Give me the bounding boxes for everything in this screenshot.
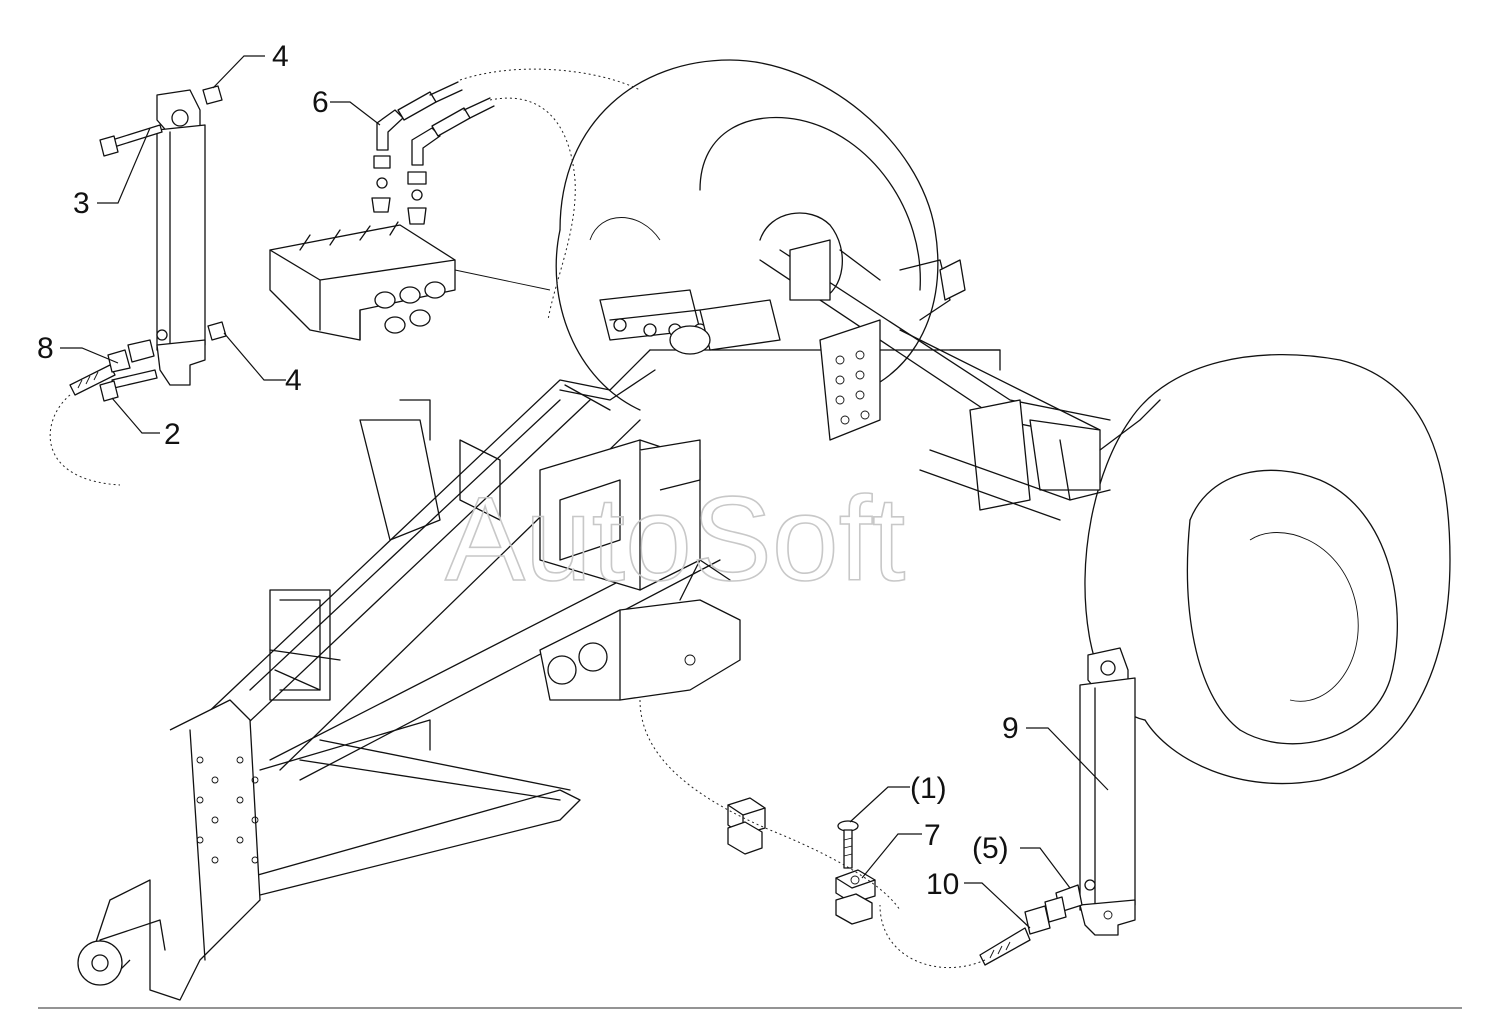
- callout-8: 8: [37, 332, 54, 365]
- callout-3: 3: [73, 187, 90, 220]
- control-valve-block: [269, 221, 551, 341]
- callout-10: 10: [926, 868, 959, 901]
- callout-5: (5): [972, 832, 1009, 865]
- callout-1: (1): [910, 772, 947, 805]
- rear-wheel-left: [555, 59, 939, 411]
- callout-4-bottom: 4: [285, 364, 302, 397]
- callout-2: 2: [164, 418, 181, 451]
- callout-7: 7: [924, 819, 941, 852]
- hydraulic-cylinder-left: [49, 85, 227, 486]
- hydraulic-cylinder-right: [879, 647, 1136, 969]
- hose-clamp-parts: [639, 699, 901, 925]
- watermark-text: AutoSoft: [445, 472, 905, 606]
- callout-4-top: 4: [272, 40, 289, 73]
- leader-lines: [60, 55, 1109, 929]
- callout-labels: 4 6 3 8 4 2 9 (1) 7 (5) 10: [37, 40, 1019, 901]
- trailer-frame: [77, 239, 1161, 1001]
- hose-fittings: [371, 68, 641, 321]
- callout-9: 9: [1002, 712, 1019, 745]
- control-valve-central: [599, 289, 781, 355]
- rear-wheel-right: [1084, 353, 1451, 785]
- callout-6: 6: [312, 86, 329, 119]
